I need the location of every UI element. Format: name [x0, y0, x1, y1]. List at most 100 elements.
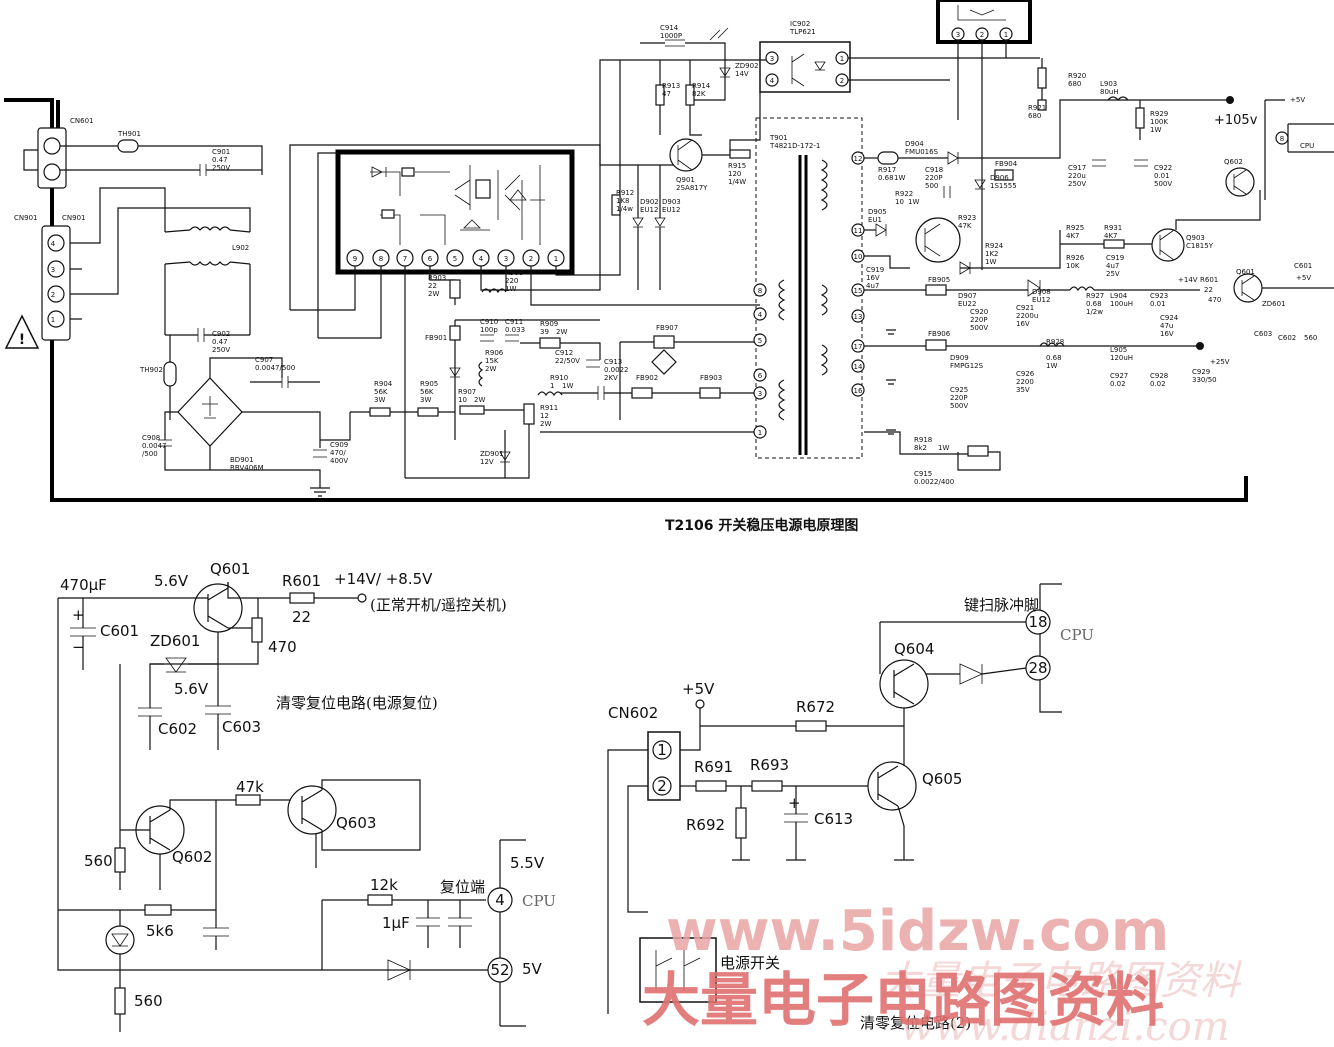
svg-text:D902: D902	[640, 198, 659, 206]
svg-text:C912: C912	[555, 349, 573, 357]
svg-text:12: 12	[540, 412, 549, 420]
svg-text:R911: R911	[540, 404, 558, 412]
svg-text:5.5V: 5.5V	[510, 854, 545, 872]
svg-text:560: 560	[1304, 334, 1317, 342]
svg-text:120uH: 120uH	[1110, 354, 1133, 362]
svg-text:470/: 470/	[330, 449, 346, 457]
svg-text:C927: C927	[1110, 372, 1128, 380]
svg-text:0.68: 0.68	[1086, 300, 1102, 308]
svg-text:0.0047: 0.0047	[142, 442, 167, 450]
svg-text:C909: C909	[330, 441, 348, 449]
svg-text:TLP621: TLP621	[789, 28, 816, 36]
svg-text:47u: 47u	[1160, 322, 1173, 330]
svg-text:1/4W: 1/4W	[728, 178, 746, 186]
svg-text:Q603: Q603	[336, 814, 376, 832]
svg-text:9: 9	[353, 255, 357, 263]
svg-text:/500: /500	[142, 450, 158, 458]
svg-text:EU12: EU12	[662, 206, 680, 214]
switching-ic: 9 8 7 6 5 4 3 2 1	[335, 149, 575, 275]
svg-text:ZD902: ZD902	[735, 62, 759, 70]
svg-text:C913: C913	[604, 358, 622, 366]
svg-text:+14V: +14V	[1178, 276, 1198, 284]
svg-text:R927: R927	[1086, 292, 1104, 300]
svg-text:R926: R926	[1066, 254, 1085, 262]
svg-text:0.0022: 0.0022	[604, 366, 629, 374]
svg-text:0.01: 0.01	[1150, 300, 1166, 308]
svg-text:100K: 100K	[1150, 118, 1168, 126]
svg-text:C1815Y: C1815Y	[1186, 242, 1214, 250]
svg-text:CPU: CPU	[1060, 626, 1094, 644]
svg-text:+: +	[72, 606, 85, 624]
svg-text:220P: 220P	[970, 316, 988, 324]
svg-text:R925: R925	[1066, 224, 1084, 232]
svg-text:250V: 250V	[1068, 180, 1086, 188]
optocoupler-ic902: 3 4 1 2 IC902 TLP621	[759, 20, 851, 93]
svg-text:C908: C908	[142, 434, 160, 442]
svg-text:FB901: FB901	[425, 334, 447, 342]
svg-text:400V: 400V	[330, 457, 348, 465]
svg-text:39: 39	[540, 328, 549, 336]
svg-text:C910: C910	[480, 318, 498, 326]
svg-text:5: 5	[453, 255, 457, 263]
svg-text:14: 14	[854, 363, 863, 371]
svg-text:5k6: 5k6	[146, 922, 174, 940]
svg-text:16V: 16V	[866, 274, 880, 282]
svg-text:22/50V: 22/50V	[555, 357, 580, 365]
svg-text:EU12: EU12	[1032, 296, 1050, 304]
svg-text:6: 6	[758, 372, 763, 380]
svg-text:1: 1	[554, 255, 558, 263]
svg-text:680: 680	[1028, 112, 1041, 120]
svg-text:5: 5	[758, 337, 762, 345]
svg-text:FB904: FB904	[995, 160, 1018, 168]
svg-text:4: 4	[51, 240, 56, 248]
svg-text:16: 16	[854, 387, 863, 395]
svg-text:R920: R920	[1068, 72, 1086, 80]
svg-text:0.47: 0.47	[212, 156, 228, 164]
svg-text:3: 3	[770, 55, 774, 63]
svg-text:2W: 2W	[556, 328, 567, 336]
svg-text:电源开关: 电源开关	[720, 954, 780, 972]
svg-text:R907: R907	[458, 388, 476, 396]
svg-text:C915: C915	[914, 470, 932, 478]
svg-text:R917: R917	[878, 166, 896, 174]
svg-text:1K2: 1K2	[985, 250, 999, 258]
svg-text:D907: D907	[958, 292, 977, 300]
svg-text:330/50: 330/50	[1192, 376, 1217, 384]
svg-text:1: 1	[51, 316, 55, 324]
svg-text:EU22: EU22	[958, 300, 976, 308]
svg-text:R921: R921	[1028, 104, 1046, 112]
svg-text:键扫脉冲脚: 键扫脉冲脚	[964, 596, 1039, 614]
svg-text:+: +	[788, 794, 801, 812]
svg-text:C917: C917	[1068, 164, 1086, 172]
svg-text:D905: D905	[868, 208, 887, 216]
svg-text:0.47: 0.47	[212, 338, 228, 346]
watermark-cn: 大量电子电路图资料	[642, 966, 1164, 1034]
svg-text:R918: R918	[914, 436, 932, 444]
svg-text:R924: R924	[985, 242, 1004, 250]
svg-text:22: 22	[292, 608, 311, 626]
svg-text:−: −	[72, 638, 85, 656]
svg-text:56K: 56K	[374, 388, 388, 396]
svg-text:D908: D908	[1032, 288, 1051, 296]
svg-text:CN602: CN602	[608, 704, 658, 722]
svg-text:8: 8	[379, 255, 383, 263]
svg-text:500V: 500V	[970, 324, 988, 332]
svg-text:80uH: 80uH	[1100, 88, 1119, 96]
svg-text:R929: R929	[1150, 110, 1168, 118]
svg-text:0.02: 0.02	[1150, 380, 1166, 388]
svg-text:4K7: 4K7	[1066, 232, 1080, 240]
svg-text:C911: C911	[505, 318, 523, 326]
svg-text:82K: 82K	[692, 90, 706, 98]
svg-text:FB905: FB905	[928, 276, 950, 284]
svg-text:2KV: 2KV	[604, 374, 618, 382]
svg-text:+105v: +105v	[1214, 113, 1258, 128]
svg-text:100uH: 100uH	[1110, 300, 1133, 308]
svg-text:C602: C602	[1278, 334, 1296, 342]
svg-text:R601: R601	[1200, 276, 1218, 284]
svg-text:1: 1	[840, 55, 844, 63]
reset-title-2: 清零复位电路(2)	[860, 1014, 971, 1032]
svg-text:BD901: BD901	[230, 456, 254, 464]
svg-text:12V: 12V	[480, 458, 494, 466]
svg-text:16V: 16V	[1160, 330, 1174, 338]
svg-text:28: 28	[1028, 659, 1047, 677]
